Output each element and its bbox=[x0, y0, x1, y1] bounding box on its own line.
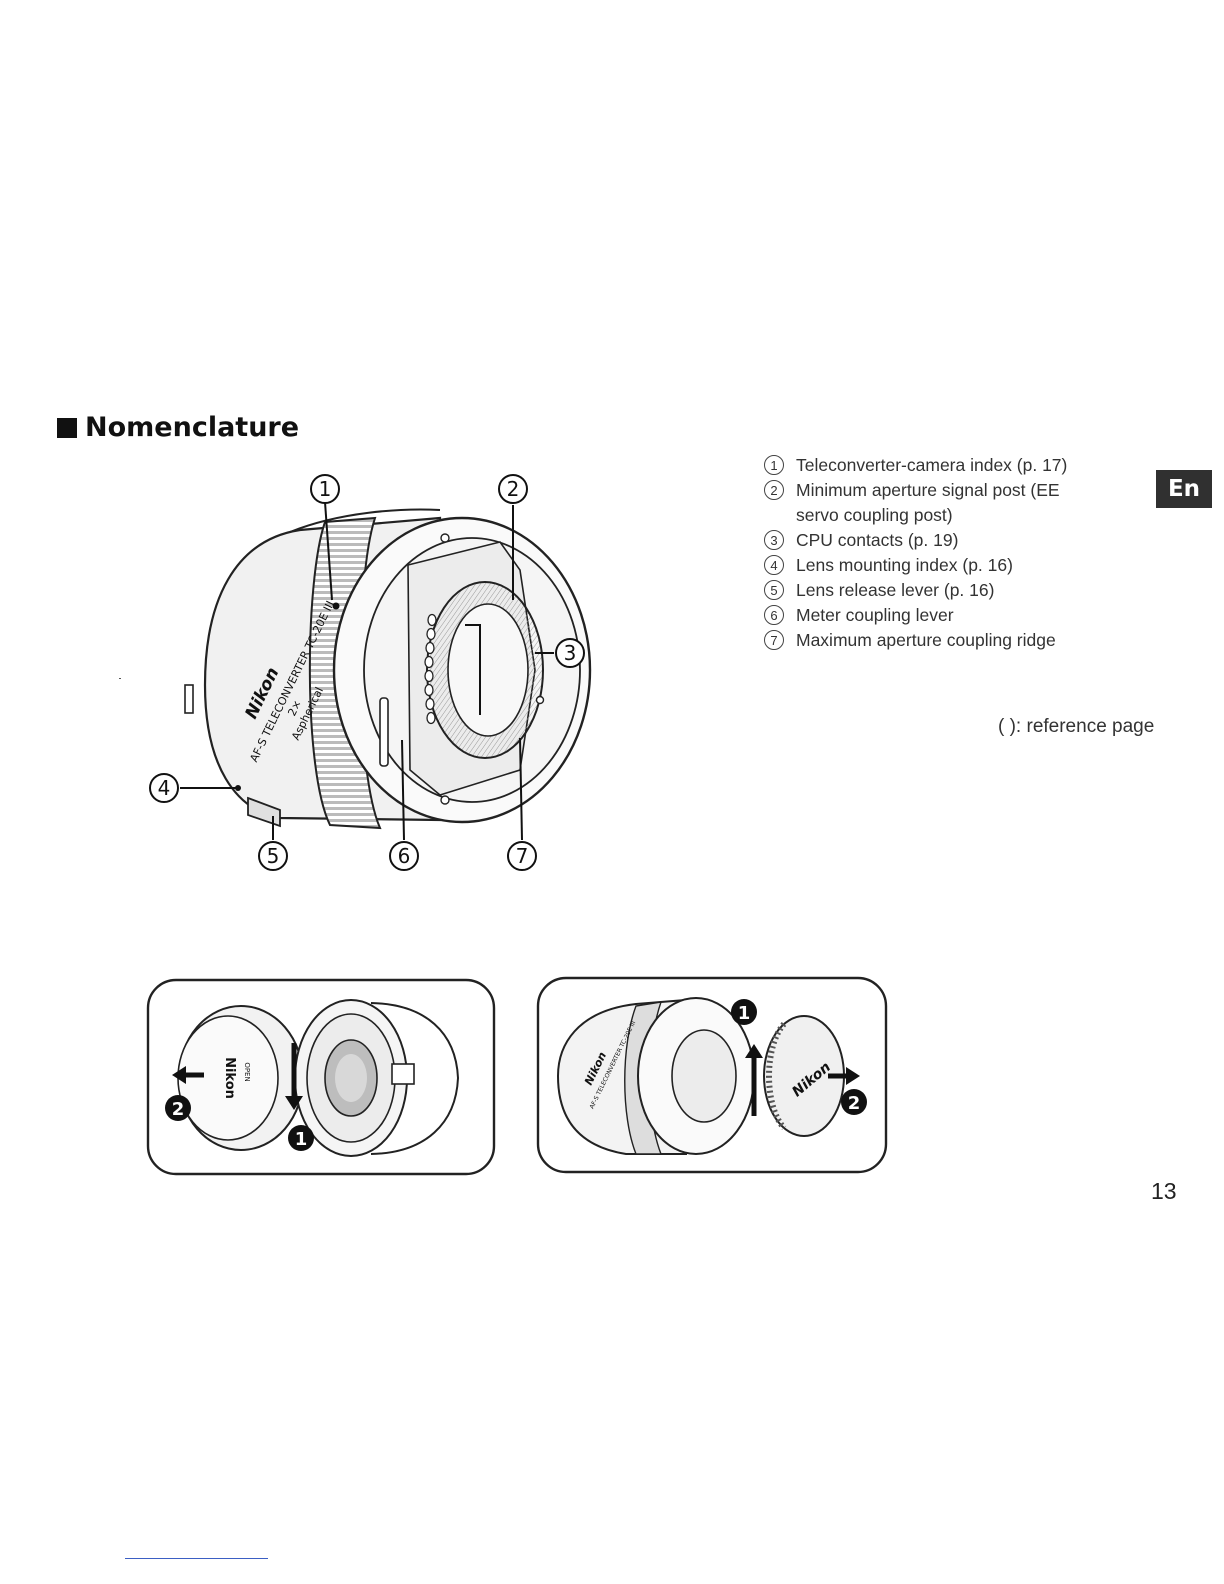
scan-dot bbox=[119, 678, 121, 679]
callout-1: 1 bbox=[310, 474, 340, 504]
remove-rear-cap-panel: Nikon AF-S TELECONVERTER TC-20E III Niko… bbox=[536, 976, 888, 1174]
svg-text:4: 4 bbox=[158, 776, 171, 800]
reference-note: ( ): reference page bbox=[998, 716, 1155, 737]
callout-7: 7 bbox=[507, 841, 537, 871]
step-badge-1: 1 bbox=[288, 1125, 314, 1151]
footer-rule bbox=[125, 1558, 268, 1559]
step-badge-2: 2 bbox=[841, 1089, 867, 1115]
svg-text:2: 2 bbox=[172, 1099, 185, 1120]
svg-text:6: 6 bbox=[398, 844, 411, 868]
step-badge-2: 2 bbox=[165, 1095, 191, 1121]
teleconverter-illustration: Nikon AF-S TELECONVERTER TC-20E III 2× A… bbox=[149, 474, 592, 871]
svg-text:2: 2 bbox=[848, 1093, 861, 1114]
section-title: Nomenclature bbox=[85, 412, 300, 443]
cap-brand: Nikon bbox=[222, 1057, 237, 1099]
language-tab: En bbox=[1156, 470, 1212, 508]
callout-2: 2 bbox=[498, 474, 528, 504]
callout-3: 3 bbox=[555, 638, 585, 668]
callout-6: 6 bbox=[389, 841, 419, 871]
leader-lines bbox=[180, 501, 554, 841]
page-number: 13 bbox=[1151, 1178, 1177, 1204]
remove-front-cap-panel: Nikon OPEN 2 1 bbox=[146, 978, 496, 1176]
section-heading: Nomenclature bbox=[57, 412, 299, 443]
callout-5: 5 bbox=[258, 841, 288, 871]
cap-open: OPEN bbox=[243, 1062, 251, 1081]
svg-text:5: 5 bbox=[267, 844, 280, 868]
svg-text:7: 7 bbox=[516, 844, 529, 868]
heading-bullet-icon bbox=[57, 417, 77, 438]
cpu-contacts bbox=[424, 613, 437, 725]
svg-text:1: 1 bbox=[319, 477, 332, 501]
callout-4: 4 bbox=[149, 773, 179, 803]
lens-magnification: 2× bbox=[285, 698, 304, 718]
step-badge-1: 1 bbox=[731, 999, 757, 1025]
svg-text:1: 1 bbox=[738, 1003, 751, 1024]
svg-text:3: 3 bbox=[564, 641, 577, 665]
svg-text:1: 1 bbox=[295, 1129, 308, 1150]
svg-text:2: 2 bbox=[507, 477, 520, 501]
